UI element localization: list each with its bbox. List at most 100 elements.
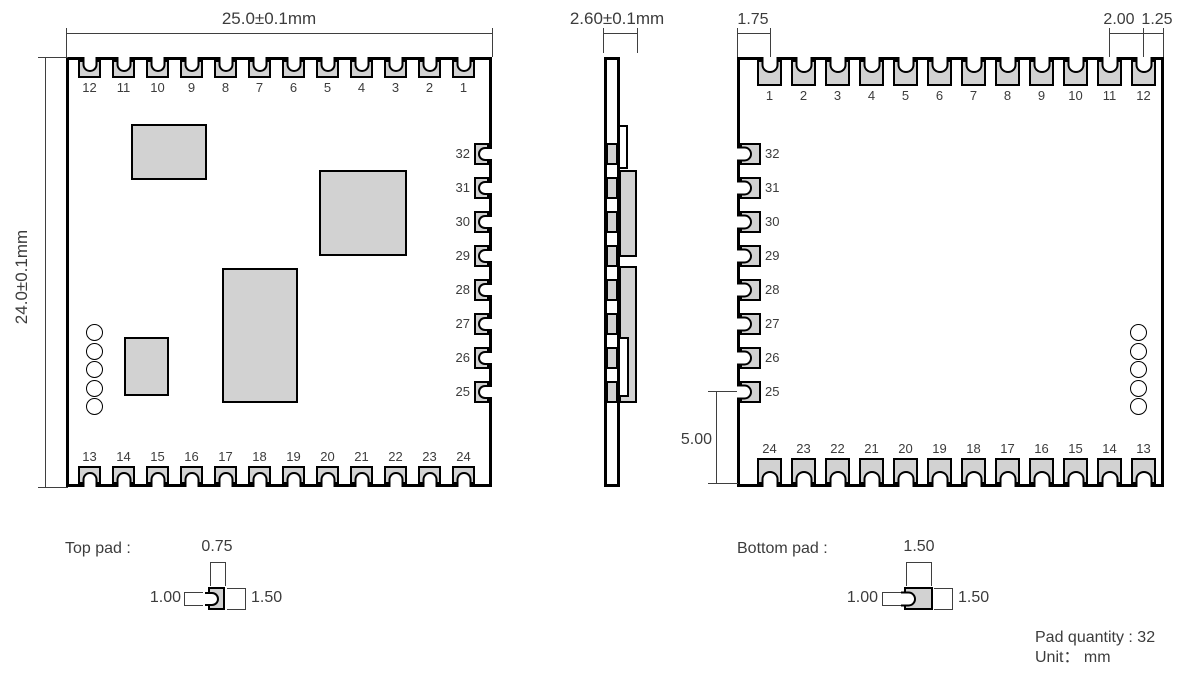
dimension-line <box>184 592 185 606</box>
pad-31 <box>474 177 492 199</box>
pad-30 <box>474 211 492 233</box>
pad-17 <box>214 466 237 487</box>
pad-6 <box>282 57 305 78</box>
pad-number-26: 26 <box>455 350 470 365</box>
pad-number-19: 19 <box>932 441 947 456</box>
pad-7 <box>248 57 271 78</box>
castellation-notch <box>931 57 948 73</box>
castellation-notch <box>795 471 812 487</box>
pad-number-19: 19 <box>286 449 301 464</box>
pad-24 <box>757 458 782 487</box>
via-hole <box>1130 398 1147 416</box>
pad-23 <box>791 458 816 487</box>
pad-27 <box>737 313 761 335</box>
pad-21 <box>350 466 373 487</box>
dimension-line <box>906 562 932 563</box>
top-pad-detail-title: Top pad : <box>65 540 131 557</box>
pad-20 <box>893 458 918 487</box>
castellation-notch <box>795 57 812 73</box>
castellation-notch <box>965 471 982 487</box>
castellation-notch <box>218 472 233 487</box>
castellation-notch <box>737 350 752 366</box>
castellation-notch <box>761 57 778 73</box>
side-pad <box>606 347 618 369</box>
pad-quantity-note: Pad quantity : 32 <box>1035 629 1156 646</box>
pad-4 <box>859 57 884 86</box>
dim-pitch-label: 2.00 <box>1103 11 1135 28</box>
castellation-notch <box>478 317 492 331</box>
castellation-notch <box>456 472 471 487</box>
extension-line <box>210 562 211 586</box>
pad-number-29: 29 <box>765 248 780 263</box>
side-pad <box>606 245 618 267</box>
pad-number-21: 21 <box>864 441 879 456</box>
side-view-outline <box>604 57 620 487</box>
pad-18 <box>248 466 271 487</box>
bottom-pad-detail-title: Bottom pad : <box>737 540 828 557</box>
extension-line <box>737 28 738 57</box>
pad-24 <box>452 466 475 487</box>
pad-16 <box>180 466 203 487</box>
pad-number-22: 22 <box>830 441 845 456</box>
pad-11 <box>1097 57 1122 86</box>
castellation-notch <box>999 471 1016 487</box>
pad-number-10: 10 <box>150 80 165 95</box>
pad-6 <box>927 57 952 86</box>
extension-line <box>603 28 604 53</box>
pad-number-5: 5 <box>323 80 332 95</box>
pad-14 <box>112 466 135 487</box>
dimension-line <box>716 391 717 484</box>
castellation-notch <box>761 471 778 487</box>
pad-17 <box>995 458 1020 487</box>
pad-number-21: 21 <box>354 449 369 464</box>
extension-line <box>934 609 953 610</box>
dim-pad1-offset-label: 1.75 <box>737 11 769 28</box>
pad-number-25: 25 <box>455 384 470 399</box>
castellation-notch <box>897 471 914 487</box>
side-pad <box>606 177 618 199</box>
pad-number-22: 22 <box>388 449 403 464</box>
castellation-notch <box>218 57 233 72</box>
pad-3 <box>825 57 850 86</box>
pad-number-11: 11 <box>116 80 131 95</box>
castellation-notch <box>829 57 846 73</box>
pad-number-9: 9 <box>187 80 196 95</box>
castellation-notch <box>1135 471 1152 487</box>
pad-5 <box>893 57 918 86</box>
castellation-notch <box>82 472 97 487</box>
castellation-notch <box>184 57 199 72</box>
extension-line <box>708 391 738 392</box>
unit-note: Unit： mm <box>1035 649 1111 666</box>
bottom-pad-width-label: 1.50 <box>903 538 935 555</box>
pad-number-17: 17 <box>1000 441 1015 456</box>
castellation-notch <box>829 471 846 487</box>
pad-4 <box>350 57 373 78</box>
pad-12 <box>78 57 101 78</box>
via-hole <box>1130 324 1147 341</box>
pad-27 <box>474 313 492 335</box>
pad-9 <box>180 57 203 78</box>
castellation-notch <box>150 472 165 487</box>
component-profile <box>618 125 628 169</box>
castellation-notch <box>478 181 492 195</box>
extension-line <box>227 588 246 589</box>
pad-25 <box>474 381 492 403</box>
castellation-notch <box>1135 57 1152 73</box>
castellation-notch <box>286 57 301 72</box>
pad-29 <box>474 245 492 267</box>
pad-number-20: 20 <box>898 441 913 456</box>
bottom-view-outline <box>737 57 1164 487</box>
pad-number-4: 4 <box>357 80 366 95</box>
dimension-line <box>737 33 770 34</box>
pad-1 <box>757 57 782 86</box>
pad-number-17: 17 <box>218 449 233 464</box>
pad-number-16: 16 <box>184 449 199 464</box>
bottom-pad-shape <box>901 587 933 610</box>
pad-number-16: 16 <box>1034 441 1049 456</box>
castellation-notch <box>478 351 492 365</box>
pad-number-6: 6 <box>935 88 944 103</box>
bottom-pad-notch-label: 1.00 <box>846 589 878 606</box>
castellation-notch <box>1067 57 1084 73</box>
pad-number-2: 2 <box>425 80 434 95</box>
pad-22 <box>384 466 407 487</box>
